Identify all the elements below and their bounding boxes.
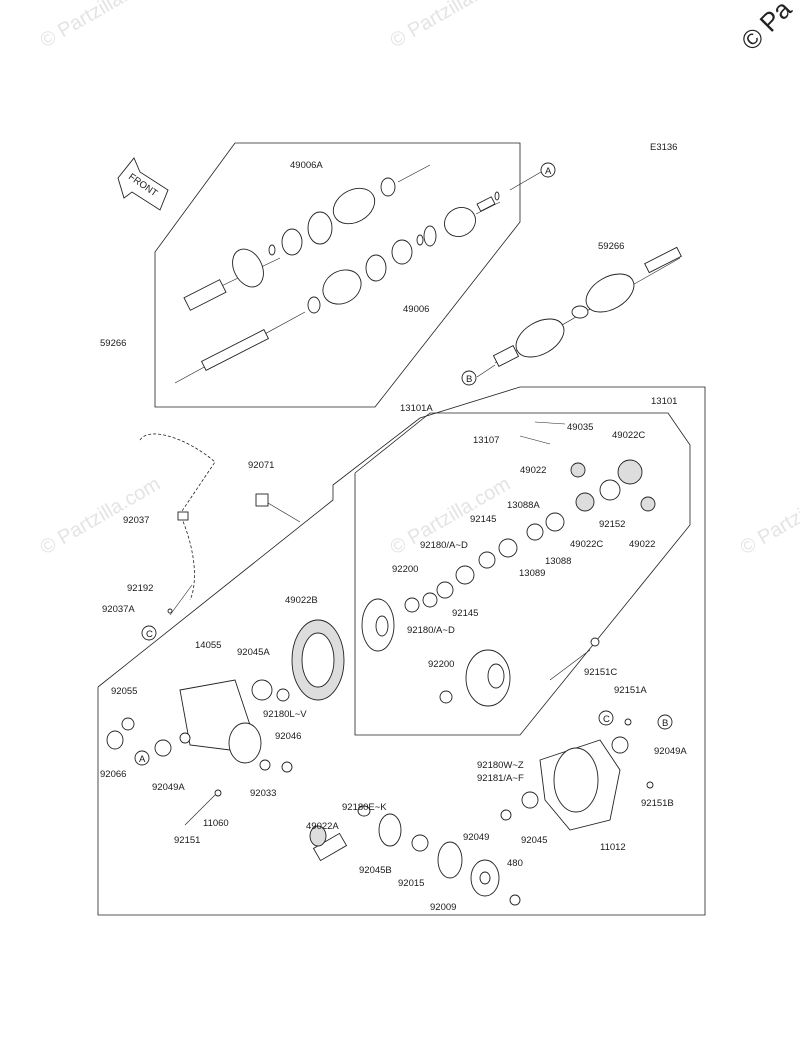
label-480: 480 <box>507 858 523 869</box>
svg-text:B: B <box>466 374 472 385</box>
label-92180AD-top: 92180/A~D <box>420 540 468 551</box>
label-14055: 14055 <box>195 640 221 651</box>
callout-a-top: A <box>509 162 556 191</box>
label-13088A: 13088A <box>507 500 540 511</box>
label-92055: 92055 <box>111 686 137 697</box>
label-59266-left: 59266 <box>100 338 126 349</box>
front-arrow-icon: FRONT <box>117 157 169 211</box>
label-92145-top: 92145 <box>470 514 496 525</box>
part-labels: 49006A 49006 59266 59266 13101A 13101 49… <box>100 160 687 913</box>
label-13107: 13107 <box>473 435 499 446</box>
right-shaft <box>492 246 682 367</box>
label-92200-top: 92200 <box>392 564 418 575</box>
watermark: © Partzilla.com <box>737 473 800 559</box>
label-49022C-mid: 49022C <box>570 539 603 550</box>
label-92045: 92045 <box>521 835 547 846</box>
label-92015: 92015 <box>398 878 424 889</box>
label-92037A: 92037A <box>102 604 135 615</box>
label-92049: 92049 <box>463 832 489 843</box>
label-92152: 92152 <box>599 519 625 530</box>
label-92181AF: 92181/A~F <box>477 773 524 784</box>
svg-text:A: A <box>139 754 146 765</box>
label-92037: 92037 <box>123 515 149 526</box>
label-59266-right: 59266 <box>598 241 624 252</box>
label-13101: 13101 <box>651 396 677 407</box>
label-49022-right: 49022 <box>629 539 655 550</box>
label-49006A: 49006A <box>290 160 323 171</box>
upper-shaft-group <box>154 142 521 408</box>
label-11060: 11060 <box>203 818 229 829</box>
housing-14055: A <box>106 679 293 826</box>
label-92033: 92033 <box>250 788 276 799</box>
label-92180LV: 92180L~V <box>263 709 307 720</box>
label-92151B: 92151B <box>641 798 674 809</box>
label-92180EK: 92180E~K <box>342 802 387 813</box>
svg-text:C: C <box>603 714 610 725</box>
svg-text:A: A <box>545 166 552 177</box>
label-49022A: 49022A <box>306 821 339 832</box>
watermark: © Partzilla.com <box>37 0 165 52</box>
label-49035: 49035 <box>567 422 593 433</box>
label-92045B: 92045B <box>359 865 392 876</box>
cable: C <box>139 433 216 641</box>
label-92049A-right: 92049A <box>654 746 687 757</box>
svg-text:C: C <box>146 629 153 640</box>
label-11012: 11012 <box>600 842 626 853</box>
label-92180AD-mid: 92180/A~D <box>407 625 455 636</box>
label-92200-mid: 92200 <box>428 659 454 670</box>
label-92192: 92192 <box>127 583 153 594</box>
cover-11012: C B <box>500 637 673 831</box>
label-92045A: 92045A <box>237 647 270 658</box>
svg-text:B: B <box>662 718 668 729</box>
label-92049A-left: 92049A <box>152 782 185 793</box>
label-13088: 13088 <box>545 556 571 567</box>
watermark-corner: © Pa <box>735 0 798 56</box>
watermarks: © Partzilla.com © Partzilla.com © Partzi… <box>37 0 800 559</box>
callout-b-top: B <box>461 364 496 386</box>
label-92066: 92066 <box>100 769 126 780</box>
differential-parts <box>291 421 656 707</box>
label-49022B: 49022B <box>285 595 318 606</box>
label-92151A: 92151A <box>614 685 647 696</box>
label-92151: 92151 <box>174 835 200 846</box>
label-92180WZ: 92180W~Z <box>477 760 524 771</box>
final-gear-case-group <box>97 386 706 916</box>
label-92145-mid: 92145 <box>452 608 478 619</box>
label-13101A: 13101A <box>400 403 433 414</box>
sensor-92071 <box>255 493 301 523</box>
label-13089: 13089 <box>519 568 545 579</box>
label-92046: 92046 <box>275 731 301 742</box>
figure-code: E3136 <box>650 142 677 153</box>
label-92071: 92071 <box>248 460 274 471</box>
label-49022C-top: 49022C <box>612 430 645 441</box>
watermark: © Partzilla.com <box>387 0 515 52</box>
label-49006: 49006 <box>403 304 429 315</box>
label-49022-top: 49022 <box>520 465 546 476</box>
label-92151C: 92151C <box>584 667 617 678</box>
label-92009: 92009 <box>430 902 456 913</box>
pinion-group <box>309 805 521 906</box>
